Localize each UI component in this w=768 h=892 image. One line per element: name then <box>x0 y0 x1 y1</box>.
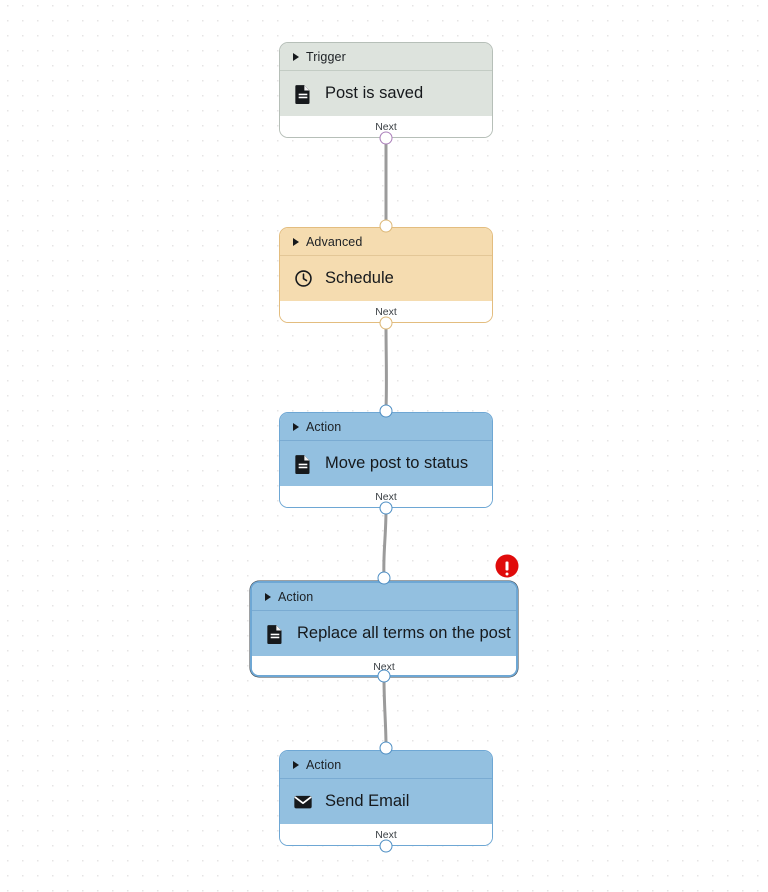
document-icon <box>293 454 313 474</box>
node-kind-label: Trigger <box>306 49 346 64</box>
connection-port-port-action1-out[interactable] <box>379 501 393 515</box>
node-divider <box>280 778 492 779</box>
node-title: Schedule <box>325 269 394 287</box>
node-divider <box>280 70 492 71</box>
connection-port-port-action2-in[interactable] <box>377 571 391 585</box>
node-title: Post is saved <box>325 84 424 102</box>
node-next-label: Next <box>375 491 397 503</box>
node-kind-label: Action <box>278 589 314 604</box>
chevron-right-icon[interactable] <box>293 237 299 246</box>
connection-port-port-action2-out[interactable] <box>377 669 391 683</box>
node-footer[interactable]: Next <box>280 301 492 322</box>
node-header[interactable]: Action <box>280 751 492 778</box>
node-kind-label: Action <box>306 419 342 434</box>
envelope-icon <box>293 792 313 812</box>
document-icon <box>293 84 313 104</box>
node-footer[interactable]: Next <box>280 486 492 507</box>
node-title: Replace all terms on the post <box>297 624 511 642</box>
node-body[interactable]: Move post to status <box>280 441 492 486</box>
node-header[interactable]: Advanced <box>280 228 492 255</box>
clock-icon <box>293 269 313 289</box>
connection-port-port-action1-in[interactable] <box>379 404 393 418</box>
connection-port-port-trigger-out[interactable] <box>379 131 393 145</box>
node-footer[interactable]: Next <box>252 656 516 675</box>
node-divider <box>280 440 492 441</box>
node-body[interactable]: Send Email <box>280 779 492 824</box>
node-title: Send Email <box>325 792 410 810</box>
node-body[interactable]: Replace all terms on the post <box>252 611 516 656</box>
chevron-right-icon[interactable] <box>265 592 271 601</box>
node-next-label: Next <box>375 121 397 133</box>
node-body[interactable]: Schedule <box>280 256 492 301</box>
node-kind-label: Action <box>306 757 342 772</box>
edge-connector[interactable] <box>382 508 388 578</box>
node-next-label: Next <box>375 829 397 841</box>
chevron-right-icon[interactable] <box>293 52 299 61</box>
chevron-right-icon[interactable] <box>293 760 299 769</box>
chevron-right-icon[interactable] <box>293 422 299 431</box>
node-header[interactable]: Action <box>280 413 492 440</box>
connection-port-port-action3-out[interactable] <box>379 839 393 853</box>
error-badge-icon[interactable] <box>495 554 519 578</box>
node-kind-label: Advanced <box>306 234 363 249</box>
node-footer[interactable]: Next <box>280 824 492 845</box>
node-header[interactable]: Trigger <box>280 43 492 70</box>
node-divider <box>280 255 492 256</box>
document-icon <box>265 624 285 644</box>
connection-port-port-advanced-out[interactable] <box>379 316 393 330</box>
connection-port-port-advanced-in[interactable] <box>379 219 393 233</box>
node-footer[interactable]: Next <box>280 116 492 137</box>
node-body[interactable]: Post is saved <box>280 71 492 116</box>
node-title: Move post to status <box>325 454 469 472</box>
node-header[interactable]: Action <box>252 583 516 610</box>
node-next-label: Next <box>375 306 397 318</box>
edge-connector[interactable] <box>382 676 388 748</box>
exclamation-glyph <box>505 561 510 576</box>
node-next-label: Next <box>373 661 395 673</box>
node-divider <box>252 610 516 611</box>
connection-port-port-action3-in[interactable] <box>379 741 393 755</box>
